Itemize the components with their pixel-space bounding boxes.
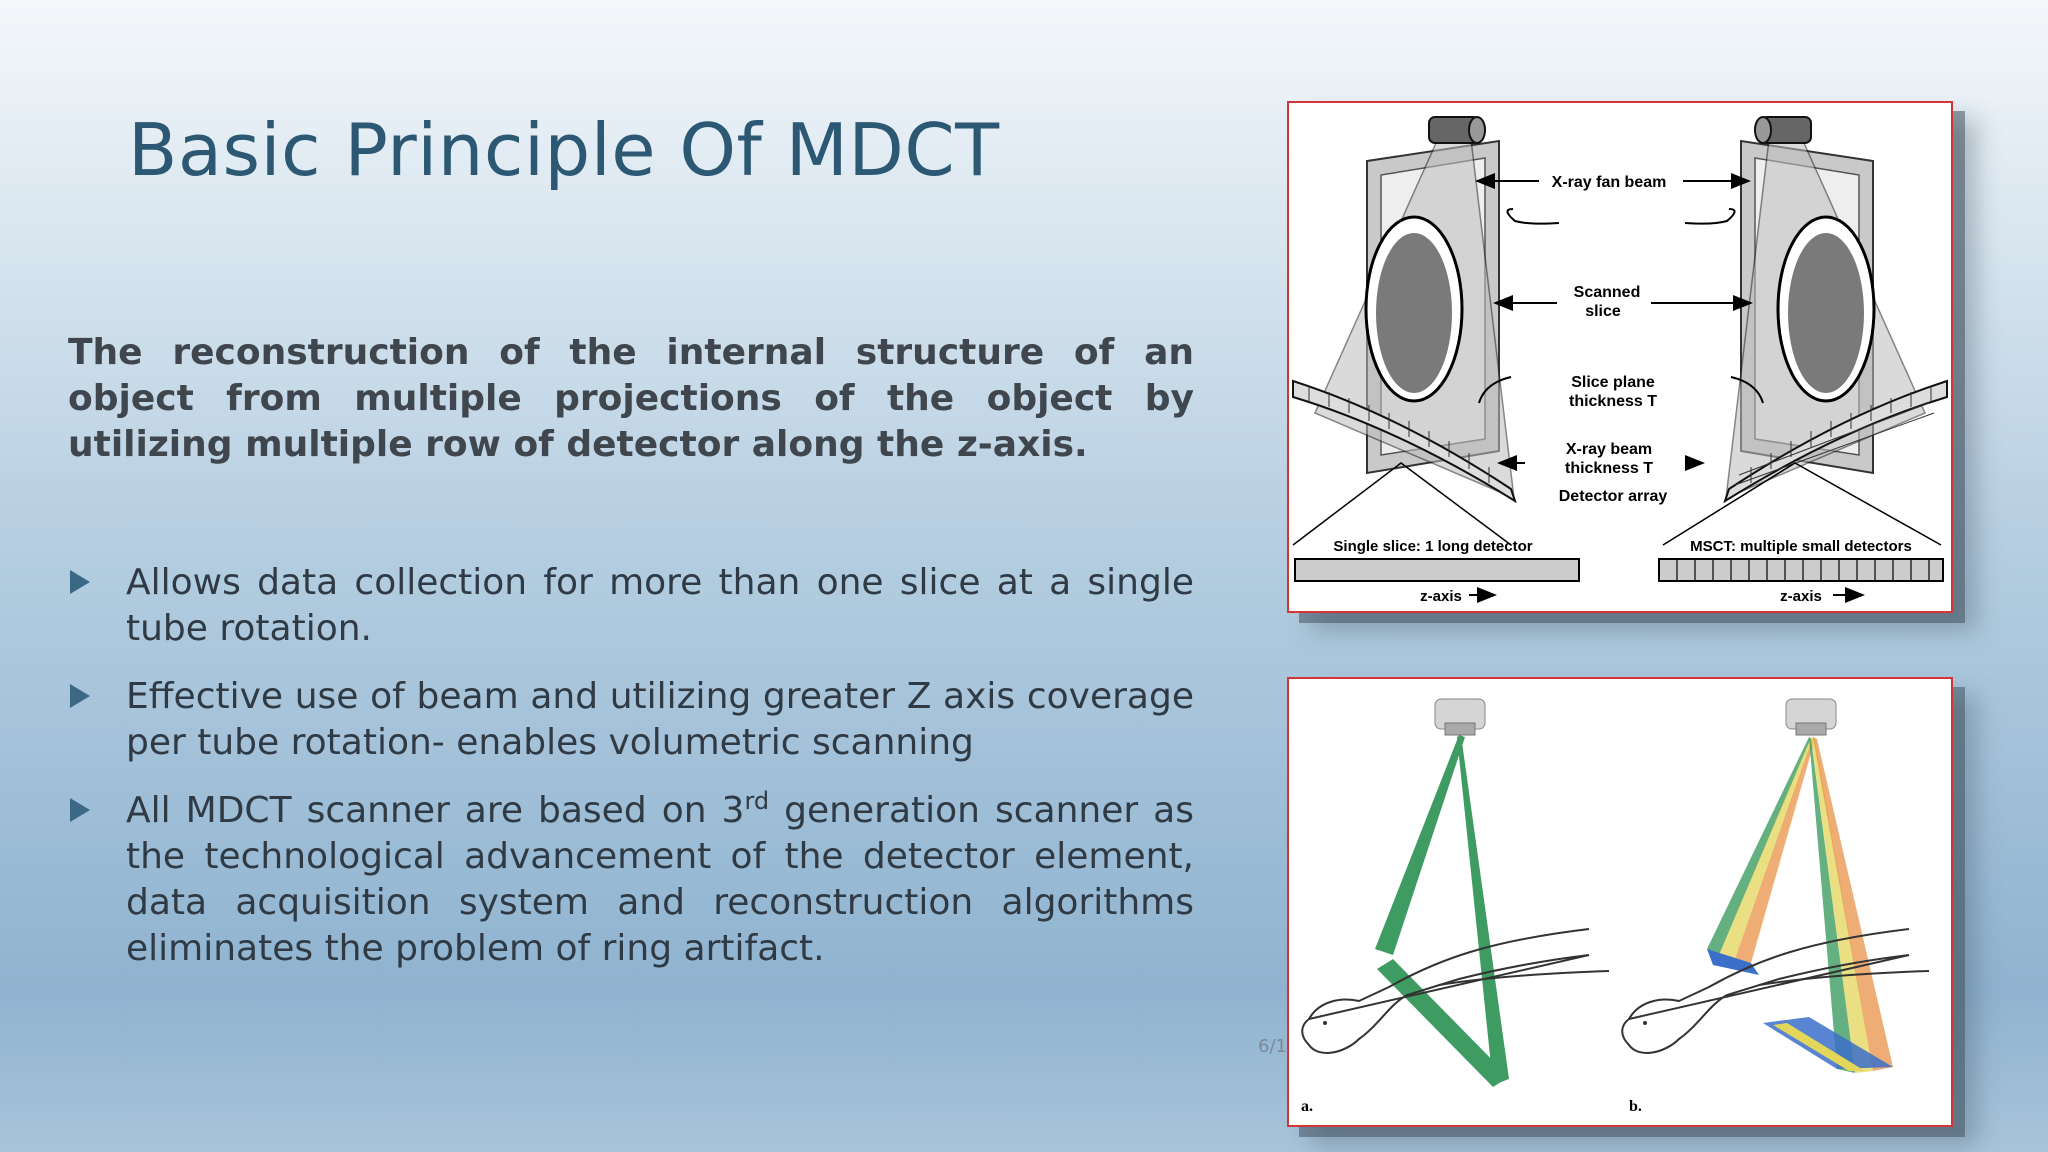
label-scanned-slice: slice — [1585, 303, 1621, 320]
bullet-item: Allows data collection for more than one… — [68, 560, 1194, 652]
label-scanned-slice: Scanned — [1574, 284, 1641, 301]
bullet-list: Allows data collection for more than one… — [68, 560, 1194, 994]
msct-scanner — [1658, 116, 1948, 582]
multi-slice-beam-panel — [1621, 698, 1930, 1073]
triangle-bullet-icon — [70, 684, 90, 708]
bullet-item: All MDCT scanner are based on 3rd genera… — [68, 788, 1194, 972]
single-slice-scanner — [1292, 116, 1580, 582]
slide-title: Basic Principle Of MDCT — [128, 108, 1000, 192]
triangle-bullet-icon — [70, 570, 90, 594]
bullet-text: All MDCT scanner are based on 3rd genera… — [126, 787, 1194, 969]
intro-paragraph: The reconstruction of the internal struc… — [68, 332, 1194, 465]
label-single-slice: Single slice: 1 long detector — [1333, 538, 1532, 555]
label-fan-beam: X-ray fan beam — [1552, 174, 1667, 191]
bullet-text: Effective use of beam and utilizing grea… — [126, 676, 1194, 763]
annotation-arrows — [1469, 173, 1865, 603]
beam-comparison-diagram: a. b. — [1287, 677, 1953, 1127]
label-beam-thickness: X-ray beam — [1566, 441, 1652, 458]
label-slice-plane: Slice plane — [1571, 374, 1655, 391]
label-detector-array: Detector array — [1559, 488, 1668, 505]
ct-detector-diagram: X-ray fan beam Scanned slice Slice plane… — [1287, 101, 1953, 613]
bullet-item: Effective use of beam and utilizing grea… — [68, 674, 1194, 766]
panel-label-a: a. — [1301, 1098, 1313, 1115]
bullet-text-part: All MDCT scanner are based on 3 — [126, 790, 745, 831]
single-slice-beam-panel — [1301, 698, 1610, 1087]
triangle-bullet-icon — [70, 798, 90, 822]
label-z-axis: z-axis — [1420, 588, 1462, 605]
label-slice-plane: thickness T — [1569, 393, 1657, 410]
label-beam-thickness: thickness T — [1565, 460, 1653, 477]
label-msct: MSCT: multiple small detectors — [1690, 538, 1912, 555]
bullet-text-part: generation scanner as the technological … — [126, 790, 1194, 969]
label-z-axis: z-axis — [1780, 588, 1822, 605]
superscript: rd — [744, 787, 770, 815]
page-number: 6/1 — [1258, 1036, 1287, 1057]
bullet-text: Allows data collection for more than one… — [126, 562, 1194, 649]
panel-label-b: b. — [1629, 1098, 1642, 1115]
